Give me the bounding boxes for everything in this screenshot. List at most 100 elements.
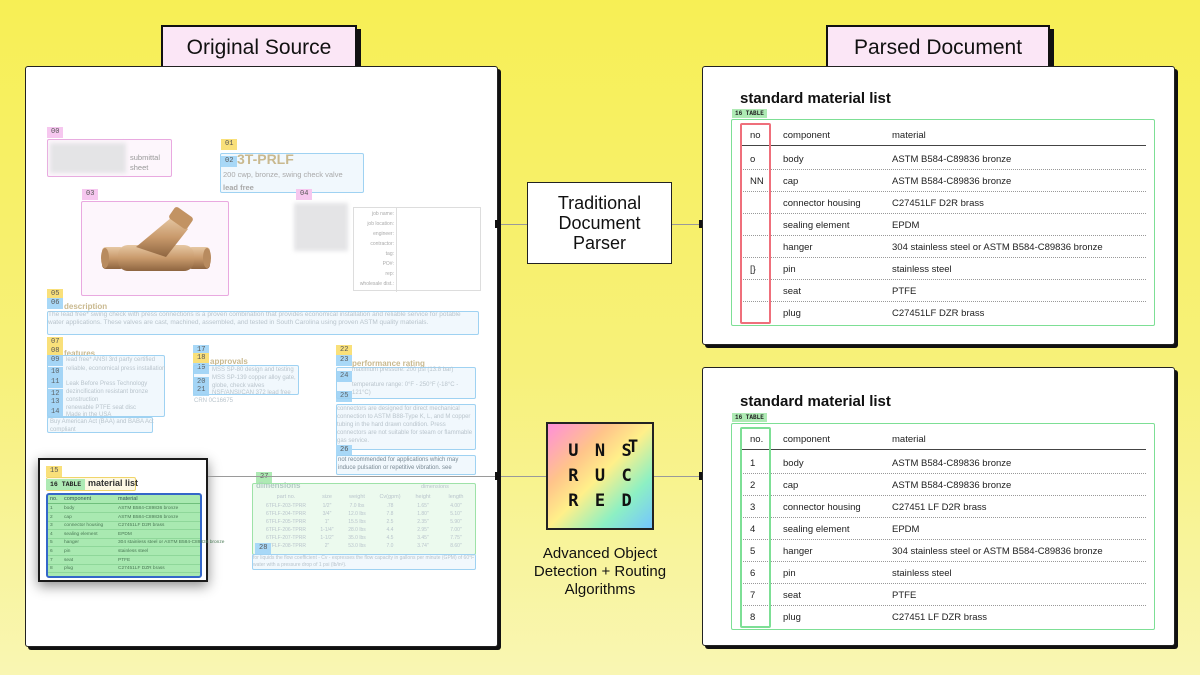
material-cell: C27451 LF DZR brass xyxy=(892,612,988,623)
no-cell: 2 xyxy=(750,480,756,491)
component-cell: body xyxy=(783,458,804,469)
no-cell: 4 xyxy=(750,524,756,535)
no-cell: 8 xyxy=(750,612,756,623)
no-cell: 1 xyxy=(750,458,756,469)
no-cell: 7 xyxy=(750,590,756,601)
description-box xyxy=(47,311,479,335)
component-cell: seat xyxy=(783,590,801,601)
approval-4: NSF/ANSI/CAN 372 lead free xyxy=(212,390,291,396)
blurred-logo-2 xyxy=(294,203,348,251)
connectors-text: connectors are designed for direct mecha… xyxy=(337,406,473,444)
feature-1: lead free* ANSI 3rd party certified xyxy=(66,357,156,363)
material-cell: 304 stainless steel or ASTM B584-C89836 … xyxy=(892,242,1103,253)
features-heading: features xyxy=(64,349,96,358)
original-source-header: Original Source xyxy=(161,25,357,71)
region-label-12: 12 xyxy=(47,389,64,400)
region-label-27: 27 xyxy=(256,472,273,483)
features-box-2 xyxy=(47,417,153,433)
no-cell: 5 xyxy=(750,546,756,557)
submittal-text: submittal sheet xyxy=(130,153,161,172)
material-cell: C27451 LF D2R brass xyxy=(892,502,987,513)
material-cell: EPDM xyxy=(892,524,920,535)
dim-note-box xyxy=(252,554,476,570)
dimensions-title: dimensions xyxy=(256,481,301,490)
traditional-table-row: NN cap ASTM B584-C89836 bronze xyxy=(740,170,1146,192)
dimensions-table-box xyxy=(252,483,476,555)
material-cell: stainless steel xyxy=(892,264,952,275)
advanced-table-row: 1 body ASTM B584-C89836 bronze xyxy=(740,452,1146,474)
component-cell: seat xyxy=(783,286,801,297)
product-code: 3T-PRLF xyxy=(237,151,294,167)
performance-3: temperature range: 0°F - 250°F (-18°C - … xyxy=(352,382,459,396)
parsed-document-header: Parsed Document xyxy=(826,25,1050,71)
advanced-table-tag: 16 TABLE xyxy=(732,413,767,422)
region-label-18: 18 xyxy=(193,353,210,364)
material-list-inset: 15 16 TABLE material list no. component … xyxy=(38,458,224,582)
component-cell: plug xyxy=(783,612,801,623)
material-table-tag: 16 TABLE xyxy=(46,479,86,490)
material-cell: EPDM xyxy=(892,220,920,231)
connector-line-bottom-left xyxy=(498,476,546,477)
no-cell: 6 xyxy=(750,568,756,579)
approval-1: MSS SP-80 design and testing xyxy=(212,367,294,373)
material-cell: ASTM B584-C89836 bronze xyxy=(892,458,1012,469)
logo-letter-t: T xyxy=(628,437,639,457)
material-list-title: material list xyxy=(88,478,139,488)
component-cell: cap xyxy=(783,176,799,187)
traditional-table-tag: 16 TABLE xyxy=(732,109,767,118)
region-label-13: 13 xyxy=(47,397,64,408)
feature-4: dezincification resistant bronze constru… xyxy=(66,389,149,403)
advanced-caption: Advanced Object Detection + Routing Algo… xyxy=(533,545,667,598)
feature-3: Leak Before Press Technology xyxy=(66,381,148,387)
region-label-22: 22 xyxy=(336,345,353,356)
region-label-17: 17 xyxy=(193,345,210,356)
region-label-11: 11 xyxy=(47,377,64,388)
material-cell: C27451LF DZR brass xyxy=(892,308,985,319)
material-cell: 304 stainless steel or ASTM B584-C89836 … xyxy=(892,546,1103,557)
material-cell: PTFE xyxy=(892,286,917,297)
region-label-26: 26 xyxy=(336,445,353,456)
region-label-09: 09 xyxy=(47,355,64,366)
region-label-05: 05 xyxy=(47,289,64,300)
advanced-table-header: no. component material xyxy=(740,428,1146,450)
connector-dot xyxy=(495,472,501,480)
component-cell: connector housing xyxy=(783,502,861,513)
region-label-21: 21 xyxy=(193,385,210,396)
region-label-06: 06 xyxy=(47,298,64,309)
connector-line-bottom-right xyxy=(654,476,702,477)
material-cell: ASTM B584-C89836 bronze xyxy=(892,154,1012,165)
component-cell: pin xyxy=(783,568,796,579)
component-cell: hanger xyxy=(783,546,813,557)
region-label-24: 24 xyxy=(336,371,353,382)
material-cell: ASTM B584-C89836 bronze xyxy=(892,176,1012,187)
region-label-10: 10 xyxy=(47,367,64,378)
dimensions-subhead: dimensions xyxy=(421,484,449,490)
features-box xyxy=(47,355,165,417)
no-cell: NN xyxy=(750,176,764,187)
no-cell: 3 xyxy=(750,502,756,513)
job-info-form: job name: job location: engineer: contra… xyxy=(353,207,481,292)
component-cell: plug xyxy=(783,308,801,319)
feature-2: reliable, economical press installation xyxy=(66,366,166,372)
feature-6: Made in the USA xyxy=(66,412,112,418)
region-label-28: 28 xyxy=(255,543,272,554)
advanced-table: no. component material 1 body ASTM B584-C8… xyxy=(731,423,1155,630)
connector-line-top-right xyxy=(672,224,702,225)
traditional-table-row: seat PTFE xyxy=(740,280,1146,302)
traditional-table-title: standard material list xyxy=(740,90,891,107)
component-cell: pin xyxy=(783,264,796,275)
